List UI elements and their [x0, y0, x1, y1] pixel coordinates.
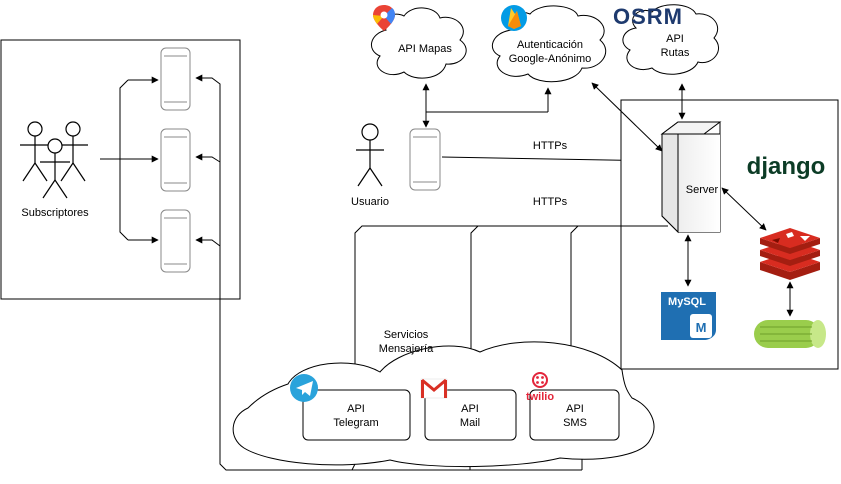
django-logo: django	[747, 153, 826, 180]
cloud-api-rutas-line1: API	[666, 33, 684, 45]
subscriber-phone-icon	[160, 47, 191, 111]
api-telegram-line1: API	[347, 403, 365, 415]
celery-icon	[754, 320, 826, 348]
user-api-links	[422, 83, 552, 128]
gmail-icon	[420, 378, 448, 399]
osrm-logo: OSRM	[613, 4, 683, 29]
server-messaging-lines	[351, 225, 668, 389]
api-telegram-line2: Telegram	[333, 417, 378, 429]
user-label: Usuario	[351, 196, 389, 208]
api-sms-line1: API	[566, 403, 584, 415]
messaging-title-line2: Mensajería	[379, 343, 434, 355]
cloud-autenticacion: Autenticación Google-Anónimo	[491, 5, 607, 83]
server-label: Server	[686, 184, 719, 196]
api-sms-box	[529, 389, 620, 441]
server-redis-arrow	[721, 187, 767, 231]
subscriber-phone-icon	[160, 209, 191, 273]
api-telegram-box	[302, 389, 411, 441]
https-bottom-label: HTTPs	[533, 196, 568, 208]
redis-icon	[760, 228, 820, 280]
mysql-logo-text: MySQL	[668, 296, 706, 308]
server-icon	[660, 121, 722, 234]
api-mail-line2: Mail	[460, 417, 480, 429]
subscriber-fanout-arrows	[100, 76, 159, 244]
google-maps-pin-icon	[373, 5, 395, 31]
subscriber-phone-icon	[160, 128, 191, 192]
api-mail-line1: API	[461, 403, 479, 415]
server-auth-arrow	[591, 82, 663, 152]
cloud-autenticacion-line2: Google-Anónimo	[509, 53, 592, 65]
messaging-title-line1: Servicios	[384, 329, 429, 341]
https-top-label: HTTPs	[533, 140, 568, 152]
cloud-autenticacion-line1: Autenticación	[517, 39, 583, 51]
cloud-api-rutas: API Rutas OSRM	[613, 4, 720, 75]
cloud-api-mapas: API Mapas	[371, 5, 467, 79]
api-sms-line2: SMS	[563, 417, 587, 429]
cloud-api-mapas-label: API Mapas	[398, 43, 452, 55]
subscribers-label: Subscriptores	[21, 207, 89, 219]
mysql-icon: MySQL M	[661, 292, 716, 340]
user-phone-icon	[409, 128, 441, 191]
telegram-icon	[290, 374, 318, 402]
twilio-icon: twilio	[526, 372, 554, 403]
firebase-icon	[501, 5, 527, 31]
mysql-icon-letter: M	[696, 320, 707, 335]
subscribers-actor-icon	[20, 121, 88, 199]
cloud-api-rutas-line2: Rutas	[661, 47, 690, 59]
twilio-logo-text: twilio	[526, 391, 554, 403]
api-mail-box	[424, 389, 517, 441]
user-actor-icon	[356, 123, 384, 187]
